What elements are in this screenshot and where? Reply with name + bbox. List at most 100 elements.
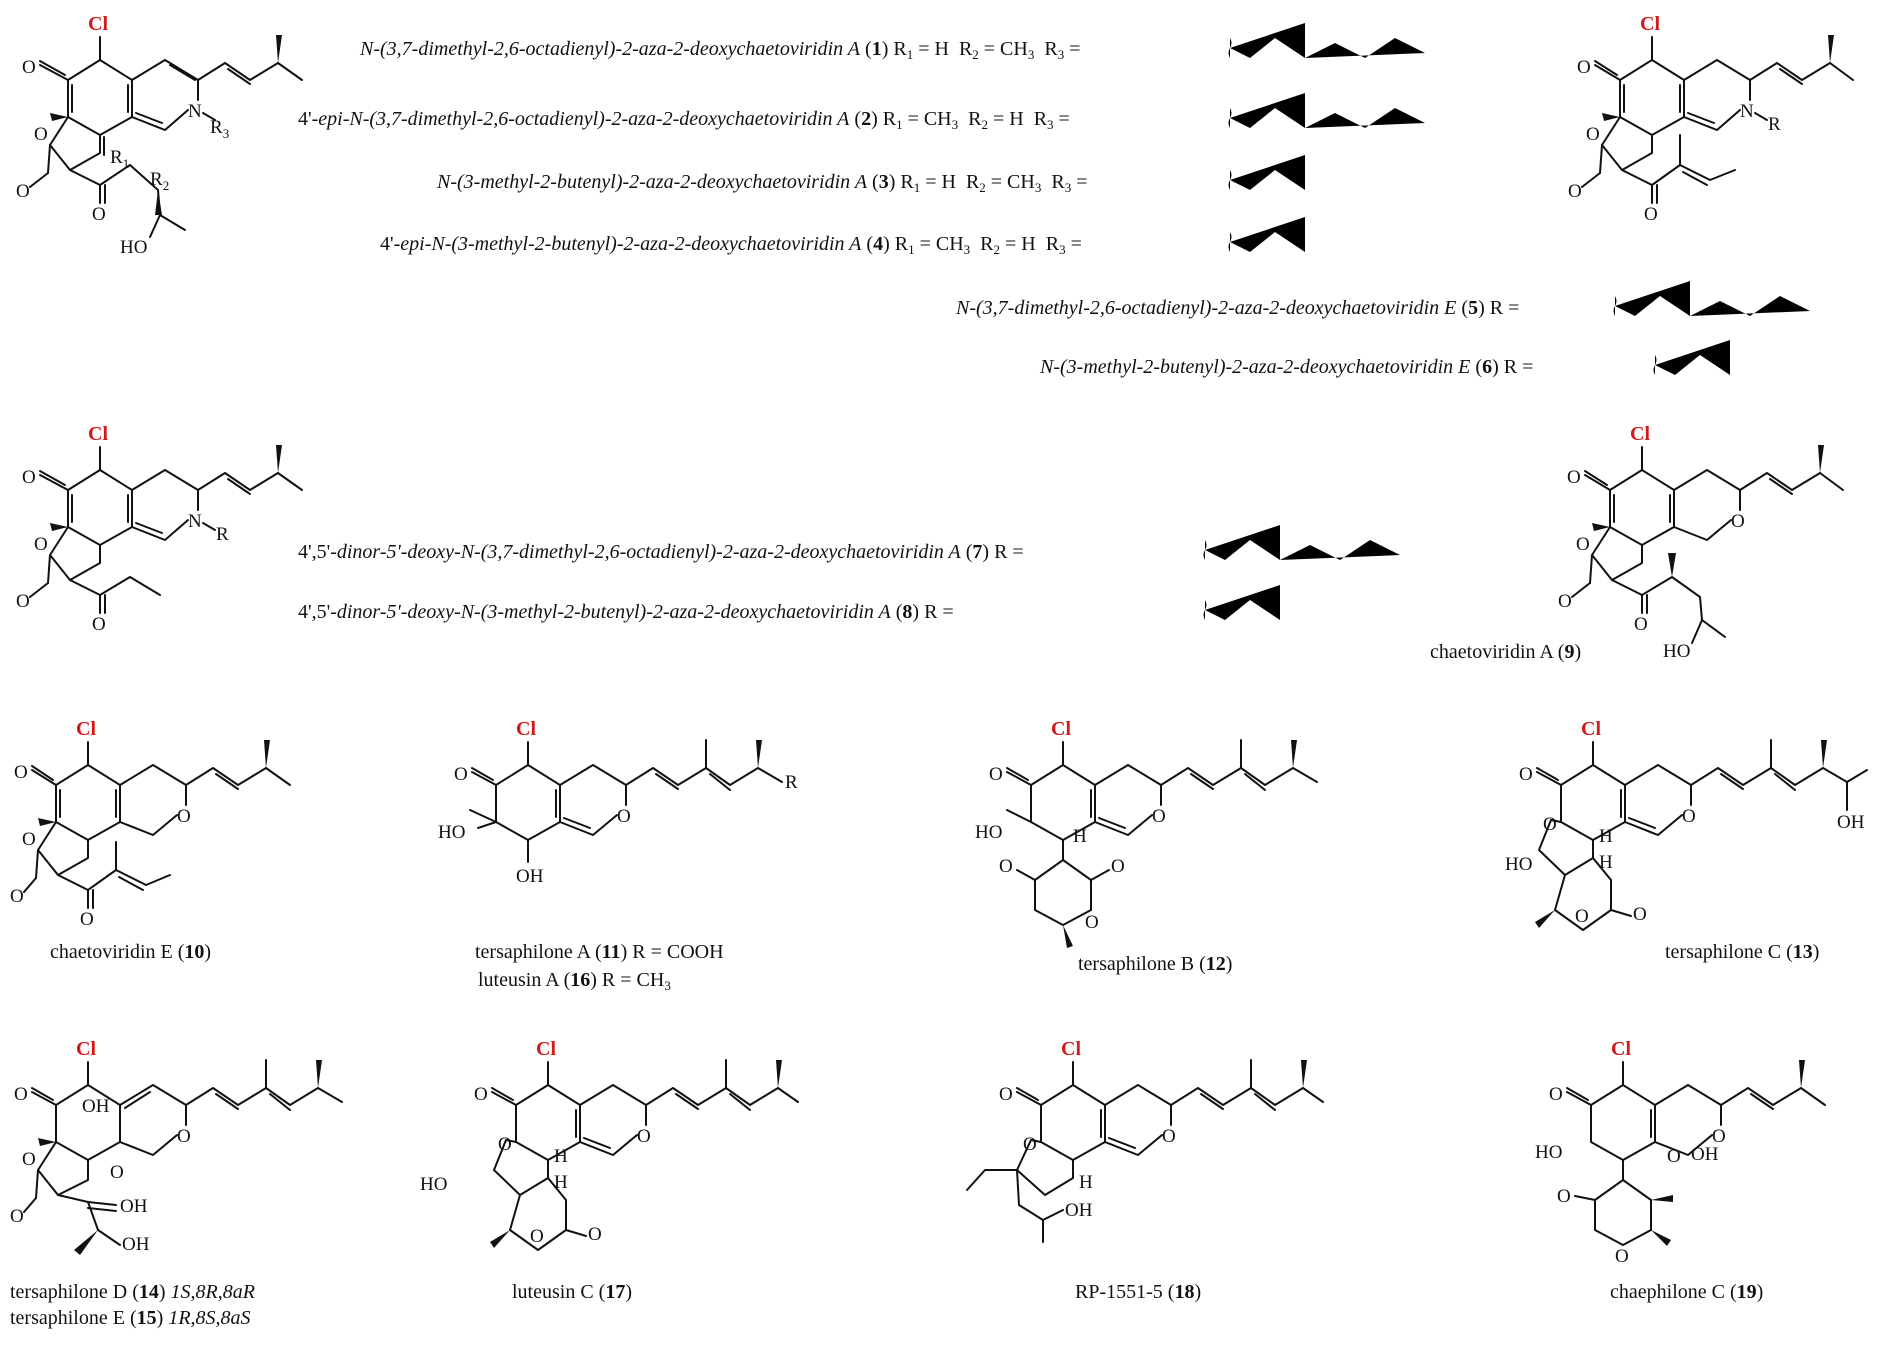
hemiketal-hydroxyl: OH	[1691, 1144, 1719, 1165]
lactone-carbonyl-oxygen: O	[1558, 591, 1572, 612]
chlorine-label: Cl	[536, 1038, 556, 1060]
label-compound-8: 4',5'-dinor-5'-deoxy-N-(3-methyl-2-buten…	[298, 601, 954, 623]
lactone-oxygen: O	[530, 1226, 544, 1247]
r3-label: R3	[210, 117, 229, 141]
lactone-oxygen: O	[1576, 534, 1590, 555]
lactone-oxygen: O	[1575, 906, 1589, 927]
structure-tersaphilone-d-e: Cl O O OH O O O OH OH	[10, 1038, 343, 1255]
lactone-carbonyl-oxygen: O	[1557, 1186, 1571, 1207]
spiro-oxygen: O	[1667, 1146, 1681, 1167]
prenyl-substituent-6	[1653, 340, 1760, 375]
lactone-carbonyl-oxygen: O	[1111, 856, 1125, 877]
lactone-carbonyl-oxygen: O	[10, 886, 24, 907]
side-chain-hydroxyl: OH	[1837, 812, 1865, 833]
hydroxyl-label: HO	[975, 822, 1002, 843]
chlorine-label: Cl	[88, 13, 108, 35]
hydroxyl-label: HO	[438, 822, 465, 843]
chlorine-label: Cl	[1581, 718, 1601, 740]
structure-compounds-1-4: Cl O N R3 O O O R1 R2 HO	[16, 13, 303, 258]
lactone-oxygen: O	[1085, 912, 1099, 933]
pyran-oxygen: O	[1162, 1126, 1176, 1147]
label-compound-10: chaetoviridin E (10)	[50, 941, 212, 963]
hydroxyl-label: HO	[420, 1174, 447, 1195]
ketone-oxygen: O	[989, 764, 1003, 785]
r2-label: R2	[150, 169, 169, 193]
structure-tersaphilone-a: Cl O O R HO OH	[438, 718, 798, 887]
hydrogen-label: H	[1079, 1172, 1093, 1193]
ketone-oxygen: O	[999, 1084, 1013, 1105]
structure-compounds-5-6: Cl O N R O O O	[1568, 13, 1854, 225]
ketone-oxygen: O	[454, 764, 468, 785]
nitrogen-label: N	[188, 511, 202, 532]
ketone-oxygen: O	[474, 1084, 488, 1105]
hydroxyl-label: OH	[82, 1096, 110, 1117]
lactone-oxygen: O	[34, 124, 48, 145]
hydroxyl-label: HO	[1505, 854, 1532, 875]
lactone-oxygen: O	[22, 829, 36, 850]
ring-ketone-oxygen: O	[999, 856, 1013, 877]
ketone-oxygen: O	[1549, 1084, 1563, 1105]
hydrogen-label: H	[1073, 826, 1087, 847]
hydrogen-label-2: H	[1599, 852, 1613, 873]
r1-label: R1	[110, 147, 129, 171]
hydroxyl-label: HO	[1535, 1142, 1562, 1163]
pyran-oxygen: O	[1712, 1126, 1726, 1147]
label-compound-4: 4'-epi-N-(3-methyl-2-butenyl)-2-aza-2-de…	[380, 233, 1082, 257]
label-compound-13: tersaphilone C (13)	[1665, 941, 1820, 963]
ketone-oxygen: O	[22, 467, 36, 488]
ketone-oxygen: O	[14, 762, 28, 783]
label-compound-3: N-(3-methyl-2-butenyl)-2-aza-2-deoxychae…	[437, 171, 1088, 195]
prenyl-substituent-8	[1203, 585, 1310, 620]
structure-chaephilone-c: Cl O O HO O OH O O	[1535, 1038, 1826, 1267]
chlorine-label: Cl	[1611, 1038, 1631, 1060]
enol-hydroxyl: OH	[120, 1196, 148, 1217]
chlorine-label: Cl	[76, 1038, 96, 1060]
label-compound-18: RP-1551-5 (18)	[1075, 1281, 1202, 1303]
nitrogen-label: N	[188, 101, 202, 122]
hydrogen-label: H	[554, 1146, 568, 1167]
side-chain-hydroxyl: OH	[122, 1234, 150, 1255]
chlorine-label: Cl	[1051, 718, 1071, 740]
structure-tersaphilone-b: Cl O O HO H O O O	[975, 718, 1318, 948]
ketone-oxygen: O	[1519, 764, 1533, 785]
lactone-oxygen: O	[22, 1149, 36, 1170]
hydroxyl-label: HO	[1663, 641, 1690, 662]
lactone-carbonyl-oxygen: O	[1568, 181, 1582, 202]
lactone-carbonyl-oxygen: O	[16, 591, 30, 612]
acyl-oxygen: O	[92, 204, 106, 225]
structure-rp-1551-5: Cl O O O H OH	[966, 1038, 1324, 1243]
structure-luteusin-c: Cl O O O H HO H O O	[420, 1038, 799, 1251]
pyran-oxygen: O	[617, 806, 631, 827]
structure-chaetoviridin-e: Cl O O O O O	[10, 718, 291, 930]
lactone-carbonyl-oxygen: O	[1633, 904, 1647, 925]
hydrogen-label-2: H	[554, 1172, 568, 1193]
label-compound-17: luteusin C (17)	[512, 1281, 633, 1303]
lactone-carbonyl-oxygen: O	[10, 1206, 24, 1227]
label-compound-19: chaephilone C (19)	[1610, 1281, 1764, 1303]
chlorine-label: Cl	[1061, 1038, 1081, 1060]
label-compound-12: tersaphilone B (12)	[1078, 953, 1233, 975]
ketone-oxygen: O	[1567, 467, 1581, 488]
ketone-oxygen: O	[1577, 57, 1591, 78]
chlorine-label: Cl	[1640, 13, 1660, 35]
r-label: R	[1768, 114, 1781, 135]
geranyl-substituent-7	[1203, 515, 1400, 562]
geranyl-substituent-2	[1228, 83, 1425, 130]
chlorine-label: Cl	[516, 718, 536, 740]
prenyl-substituent-4	[1228, 217, 1335, 252]
lactone-carbonyl-oxygen: O	[16, 181, 30, 202]
label-compound-15: tersaphilone E (15) 1R,8S,8aS	[10, 1307, 251, 1329]
pyran-oxygen: O	[177, 806, 191, 827]
label-compound-1: N-(3,7-dimethyl-2,6-octadienyl)-2-aza-2-…	[360, 38, 1081, 62]
structure-compounds-7-8: Cl O N R O O O	[16, 423, 303, 635]
epoxide-oxygen: O	[110, 1162, 124, 1183]
ketone-oxygen: O	[22, 57, 36, 78]
pyran-oxygen: O	[637, 1126, 651, 1147]
lactone-oxygen: O	[34, 534, 48, 555]
acyl-oxygen: O	[92, 614, 106, 635]
acyl-oxygen: O	[1644, 204, 1658, 225]
label-compound-2: 4'-epi-N-(3,7-dimethyl-2,6-octadienyl)-2…	[298, 108, 1070, 132]
lactone-oxygen: O	[1586, 124, 1600, 145]
label-compound-11: tersaphilone A (11) R = COOH	[475, 941, 724, 963]
structure-chaetoviridin-a: Cl O O O O O HO	[1558, 423, 1844, 662]
